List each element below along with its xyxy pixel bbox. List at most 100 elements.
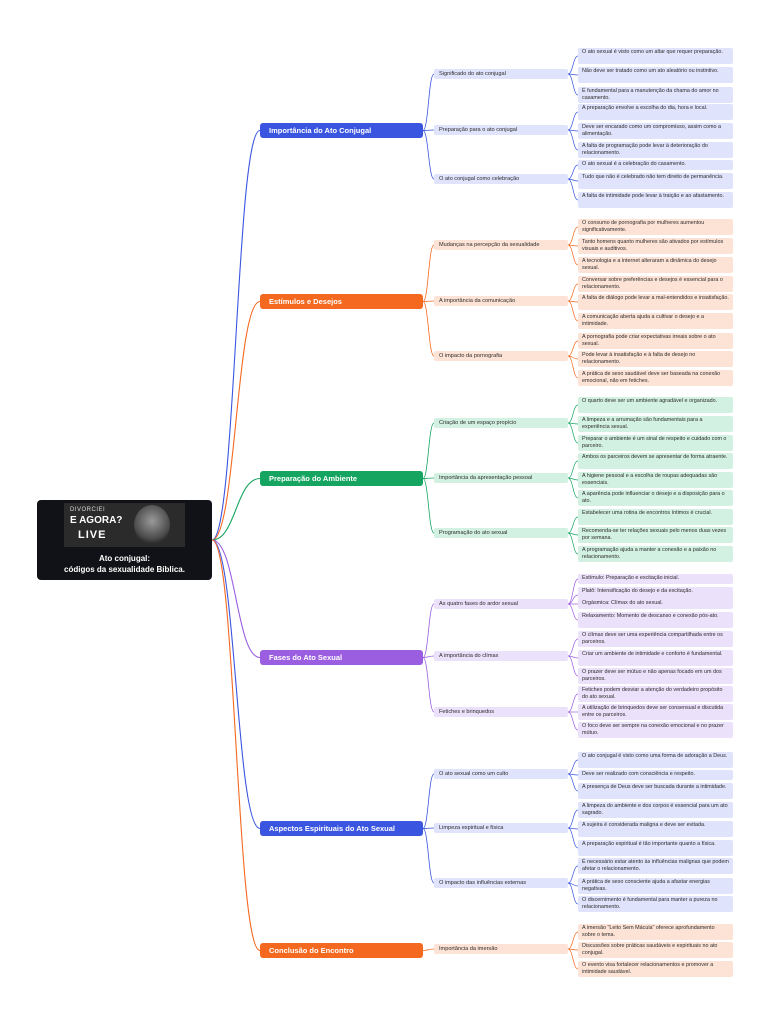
detail-item[interactable]: Fetiches podem desviar a atenção do verd… [578,686,733,702]
detail-item[interactable]: O quarto deve ser um ambiente agradável … [578,397,733,413]
subtopic-connector [422,773,435,829]
detail-connector [567,638,579,657]
detail-item[interactable]: A pornografia pode criar expectativas ir… [578,333,733,349]
subtopic-1-2[interactable]: Preparação para o ato conjugal [434,125,568,135]
detail-item[interactable]: A limpeza e a arrumação são fundamentais… [578,416,733,432]
subtopic-4-1[interactable]: As quatro fases do ardor sexual [434,599,568,609]
subtopic-5-3[interactable]: O impacto das influências externas [434,878,568,888]
detail-connector [567,283,579,302]
subtopic-connector [422,828,435,884]
detail-connector [567,422,579,444]
detail-connector [567,655,579,659]
detail-item[interactable]: Preparar o ambiente é um sinal de respei… [578,435,733,451]
detail-item[interactable]: O ato sexual é a celebração do casamento… [578,160,733,170]
subtopic-2-2[interactable]: A importância da comunicação [434,296,568,306]
detail-item[interactable]: A imersão "Leito Sem Mácula" oferece apr… [578,924,733,940]
detail-connector [567,948,579,970]
detail-connector [567,948,579,951]
detail-connector [567,711,579,731]
detail-item[interactable]: Estabelecer uma rotina de encontros ínti… [578,509,733,525]
detail-item[interactable]: A limpeza do ambiente e dos corpos é ess… [578,802,733,818]
detail-item[interactable]: O prazer deve ser mútuo e não apenas foc… [578,668,733,684]
detail-item[interactable]: Discussões sobre práticas saudáveis e es… [578,942,733,958]
detail-item[interactable]: A falta de intimidade pode levar à traiç… [578,192,733,208]
detail-item[interactable]: O clímax deve ser uma experiência compar… [578,631,733,647]
detail-item[interactable]: Não deve ser tratado como um ato aleatór… [578,67,733,83]
subtopic-connector [422,130,435,180]
detail-connector [567,655,579,677]
subtopic-3-3[interactable]: Programação do ato sexual [434,528,568,538]
detail-item[interactable]: Tudo que não é celebrado não tem direito… [578,173,733,189]
topic-6[interactable]: Conclusão do Encontro [260,943,423,958]
branch-connector [211,477,261,541]
detail-item[interactable]: A tecnologia e a internet alteraram a di… [578,257,733,273]
detail-item[interactable]: O consumo de pornografia por mulheres au… [578,219,733,235]
subtopic-4-3[interactable]: Fetiches e brinquedos [434,707,568,717]
detail-item[interactable]: O discernimento é fundamental para mante… [578,896,733,912]
topic-2[interactable]: Estímulos e Desejos [260,294,423,309]
detail-item[interactable]: A presença de Deus deve ser buscada dura… [578,783,733,799]
subtopic-connector [422,948,435,951]
subtopic-2-1[interactable]: Mudanças na percepção da sexualidade [434,240,568,250]
detail-connector [567,300,579,322]
detail-item[interactable]: Pode levar à insatisfação e à falta de d… [578,351,733,367]
subtopic-connector [422,73,435,131]
detail-item[interactable]: A comunicação aberta ajuda a cultivar o … [578,313,733,329]
detail-item[interactable]: A prática de sexo consciente ajuda a afa… [578,878,733,894]
detail-item[interactable]: Deve ser encarado como um compromisso, a… [578,123,733,139]
detail-connector [567,759,579,775]
subtopic-3-1[interactable]: Criação de um espaço propício [434,418,568,428]
detail-connector [567,355,579,379]
subtopic-4-2[interactable]: A importância do clímax [434,651,568,661]
topic-1[interactable]: Importância do Ato Conjugal [260,123,423,138]
subtopic-6-1[interactable]: Importância da imersão [434,944,568,954]
topic-4[interactable]: Fases do Ato Sexual [260,650,423,665]
detail-item[interactable]: O ato sexual é visto como um altar que r… [578,48,733,64]
detail-connector [567,931,579,950]
subtopic-connector [422,244,435,302]
subtopic-1-1[interactable]: Significado do ato conjugal [434,69,568,79]
detail-connector [567,340,579,357]
subtopic-5-1[interactable]: O ato sexual como um culto [434,769,568,779]
branch-connector [211,129,261,541]
detail-item[interactable]: A falta de diálogo pode levar a mal-ente… [578,294,733,310]
detail-item[interactable]: Deve ser realizado com consciência e res… [578,770,733,780]
detail-item[interactable]: Orgásmica: Clímax do ato sexual. [578,599,733,609]
detail-item[interactable]: Tanto homens quanto mulheres são ativado… [578,238,733,254]
detail-item[interactable]: A utilização de brinquedos deve ser cons… [578,704,733,720]
subtopic-3-2[interactable]: Importância da apresentação pessoal [434,473,568,483]
subtopic-5-2[interactable]: Limpeza espiritual e física [434,823,568,833]
detail-connector [567,178,579,201]
detail-item[interactable]: Ambos os parceiros devem se apresentar d… [578,453,733,469]
detail-connector [567,594,579,605]
subtopic-1-3[interactable]: O ato conjugal como celebração [434,174,568,184]
subtopic-2-3[interactable]: O impacto da pornografia [434,351,568,361]
detail-item[interactable]: A prática de sexo saudável deve ser base… [578,370,733,386]
root-node[interactable]: DIVORCIEI E AGORA? LIVE Ato conjugal: có… [37,500,212,580]
detail-item[interactable]: O evento visa fortalecer relacionamentos… [578,961,733,977]
detail-item[interactable]: A sujeira é considerada maligna e deve s… [578,821,733,837]
detail-item[interactable]: Recomenda-se ter relações sexuais pelo m… [578,527,733,543]
topic-5[interactable]: Aspectos Espirituais do Ato Sexual [260,821,423,836]
detail-connector [567,73,579,96]
detail-item[interactable]: É fundamental para a manutenção da chama… [578,87,733,103]
detail-connector [567,300,579,303]
detail-item[interactable]: A aparência pode influenciar o desejo e … [578,490,733,506]
detail-item[interactable]: Estímulo: Preparação e excitação inicial… [578,574,733,584]
detail-item[interactable]: Conversar sobre preferências e desejos é… [578,276,733,292]
detail-item[interactable]: Criar um ambiente de intimidade e confor… [578,650,733,666]
detail-item[interactable]: A higiene pessoal e a escolha de roupas … [578,472,733,488]
detail-item[interactable]: A preparação envolve a escolha do dia, h… [578,104,733,120]
detail-item[interactable]: Relaxamento: Momento de descanso e conex… [578,612,733,628]
detail-item[interactable]: O ato conjugal é visto como uma forma de… [578,752,733,768]
detail-item[interactable]: A preparação espiritual é tão importante… [578,840,733,856]
detail-item[interactable]: A programação ajuda a manter a conexão e… [578,546,733,562]
detail-item[interactable]: A falta de programação pode levar à dete… [578,142,733,158]
topic-3[interactable]: Preparação do Ambiente [260,471,423,486]
video-thumbnail: DIVORCIEI E AGORA? LIVE [64,503,185,547]
branch-connector [211,539,261,659]
detail-item[interactable]: O foco deve ser sempre na conexão emocio… [578,722,733,738]
detail-item[interactable]: É necessário estar atento às influências… [578,858,733,874]
detail-connector [567,827,579,849]
detail-connector [567,244,579,266]
